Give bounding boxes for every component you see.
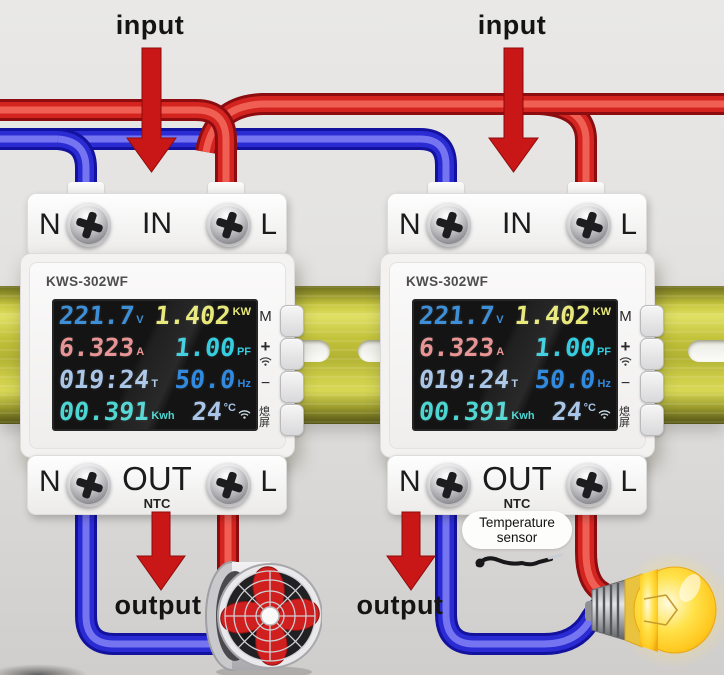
time-reading: 019:24T: [417, 365, 518, 394]
wifi-icon: [259, 357, 272, 366]
lcd-display: 221.7V 1.402KW 6.323A 1.00PF 019:24T 50.…: [412, 299, 618, 431]
terminal-label-out: OUT: [482, 460, 552, 497]
time-reading: 019:24T: [57, 365, 158, 394]
corner-shadow: [0, 664, 88, 675]
light-bulb-load: [585, 552, 724, 668]
button-minus: −: [258, 371, 304, 403]
button-m-label: M: [619, 308, 632, 325]
button-m-label: M: [259, 308, 272, 325]
button-minus: −: [618, 371, 664, 403]
voltage-reading: 221.7V: [417, 301, 503, 330]
terminal-label-l: L: [260, 465, 277, 498]
button-plus-label: +: [260, 337, 271, 356]
button-plus-key: [280, 338, 304, 370]
output-arrow-icon: [386, 511, 436, 591]
wifi-icon: [619, 357, 632, 366]
ntc-label: NTC: [503, 496, 531, 511]
input-terminal-block: N IN L: [387, 193, 647, 257]
meter-body: KWS-302WF 221.7V 1.402KW 6.323A 1.00PF 0…: [380, 253, 664, 458]
temperature-reading: 24°C: [190, 397, 251, 426]
button-screen-off: 熄屏: [618, 404, 664, 436]
button-m: M: [258, 305, 304, 337]
output-terminal-block: N OUT NTC L: [387, 455, 647, 515]
terminal-label-in: IN: [502, 207, 532, 240]
model-number: KWS-302WF: [46, 274, 129, 289]
button-screen-off: 熄屏: [258, 404, 304, 436]
input-terminal-block: N IN L: [27, 193, 287, 257]
meter-body: KWS-302WF 221.7V 1.402KW 6.323A 1.00PF 0…: [20, 253, 304, 458]
button-m: M: [618, 305, 664, 337]
button-screen-off-key: [280, 404, 304, 436]
current-reading: 6.323A: [417, 333, 504, 362]
button-plus: +: [258, 337, 304, 370]
button-m-key: [640, 305, 664, 337]
ntc-label: NTC: [143, 496, 171, 511]
input-label-2: input: [477, 10, 547, 40]
terminal-screw: [61, 457, 117, 513]
meter-face: KWS-302WF 221.7V 1.402KW 6.323A 1.00PF 0…: [389, 262, 664, 449]
input-label-1: input: [115, 10, 185, 40]
power-factor-reading: 1.00PF: [533, 333, 611, 362]
button-screen-off-label: 熄屏: [619, 406, 630, 429]
wifi-icon: [238, 410, 251, 419]
button-plus: +: [618, 337, 664, 370]
terminal-label-out: OUT: [122, 460, 192, 497]
terminal-screw: [561, 457, 617, 513]
power-reading: 1.402KW: [514, 301, 611, 330]
button-minus-key: [640, 371, 664, 403]
power-reading: 1.402KW: [154, 301, 251, 330]
terminal-label-n: N: [399, 465, 421, 498]
energy-meter-2: N IN L KWS-302WF 221.7V 1.402KW 6.323A 1…: [380, 190, 664, 515]
wifi-icon: [598, 410, 611, 419]
terminal-screw: [421, 197, 477, 253]
temperature-reading: 24°C: [550, 397, 611, 426]
terminal-label-l: L: [260, 208, 277, 241]
button-screen-off-label: 熄屏: [259, 406, 270, 429]
button-minus-label: −: [620, 375, 631, 392]
power-factor-reading: 1.00PF: [173, 333, 251, 362]
screen-reflection: [414, 301, 616, 429]
output-terminal-block: N OUT NTC L: [27, 455, 287, 515]
terminal-screw: [201, 197, 257, 253]
voltage-reading: 221.7V: [57, 301, 143, 330]
button-screen-off-key: [640, 404, 664, 436]
terminal-label-in: IN: [142, 207, 172, 240]
button-minus-key: [280, 371, 304, 403]
terminal-screw: [421, 457, 477, 513]
output-arrow-icon: [136, 511, 186, 591]
frequency-reading: 50.0Hz: [174, 365, 251, 394]
model-number: KWS-302WF: [406, 274, 489, 289]
terminal-screw: [61, 197, 117, 253]
lcd-display: 221.7V 1.402KW 6.323A 1.00PF 019:24T 50.…: [52, 299, 258, 431]
button-minus-label: −: [260, 375, 271, 392]
temperature-sensor-label: Temperature sensor: [462, 511, 572, 549]
terminal-label-l: L: [620, 208, 637, 241]
energy-reading: 00.391Kwh: [417, 397, 534, 426]
fan-load: [205, 561, 322, 675]
terminal-screw: [201, 457, 257, 513]
output-label-2: output: [356, 590, 444, 620]
din-rail-slot: [688, 340, 724, 362]
button-plus-key: [640, 338, 664, 370]
frequency-reading: 50.0Hz: [534, 365, 611, 394]
terminal-screw: [561, 197, 617, 253]
terminal-label-n: N: [39, 208, 61, 241]
input-arrow-icon: [126, 47, 177, 173]
current-reading: 6.323A: [57, 333, 144, 362]
energy-reading: 00.391Kwh: [57, 397, 174, 426]
input-arrow-icon: [488, 47, 539, 173]
terminal-label-n: N: [39, 465, 61, 498]
button-plus-label: +: [620, 337, 631, 356]
button-m-key: [280, 305, 304, 337]
energy-meter-1: N IN L KWS-302WF 221.7V 1.402KW 6.323A 1…: [20, 190, 304, 515]
terminal-label-n: N: [399, 208, 421, 241]
terminal-label-l: L: [620, 465, 637, 498]
screen-reflection: [54, 301, 256, 429]
meter-face: KWS-302WF 221.7V 1.402KW 6.323A 1.00PF 0…: [29, 262, 304, 449]
